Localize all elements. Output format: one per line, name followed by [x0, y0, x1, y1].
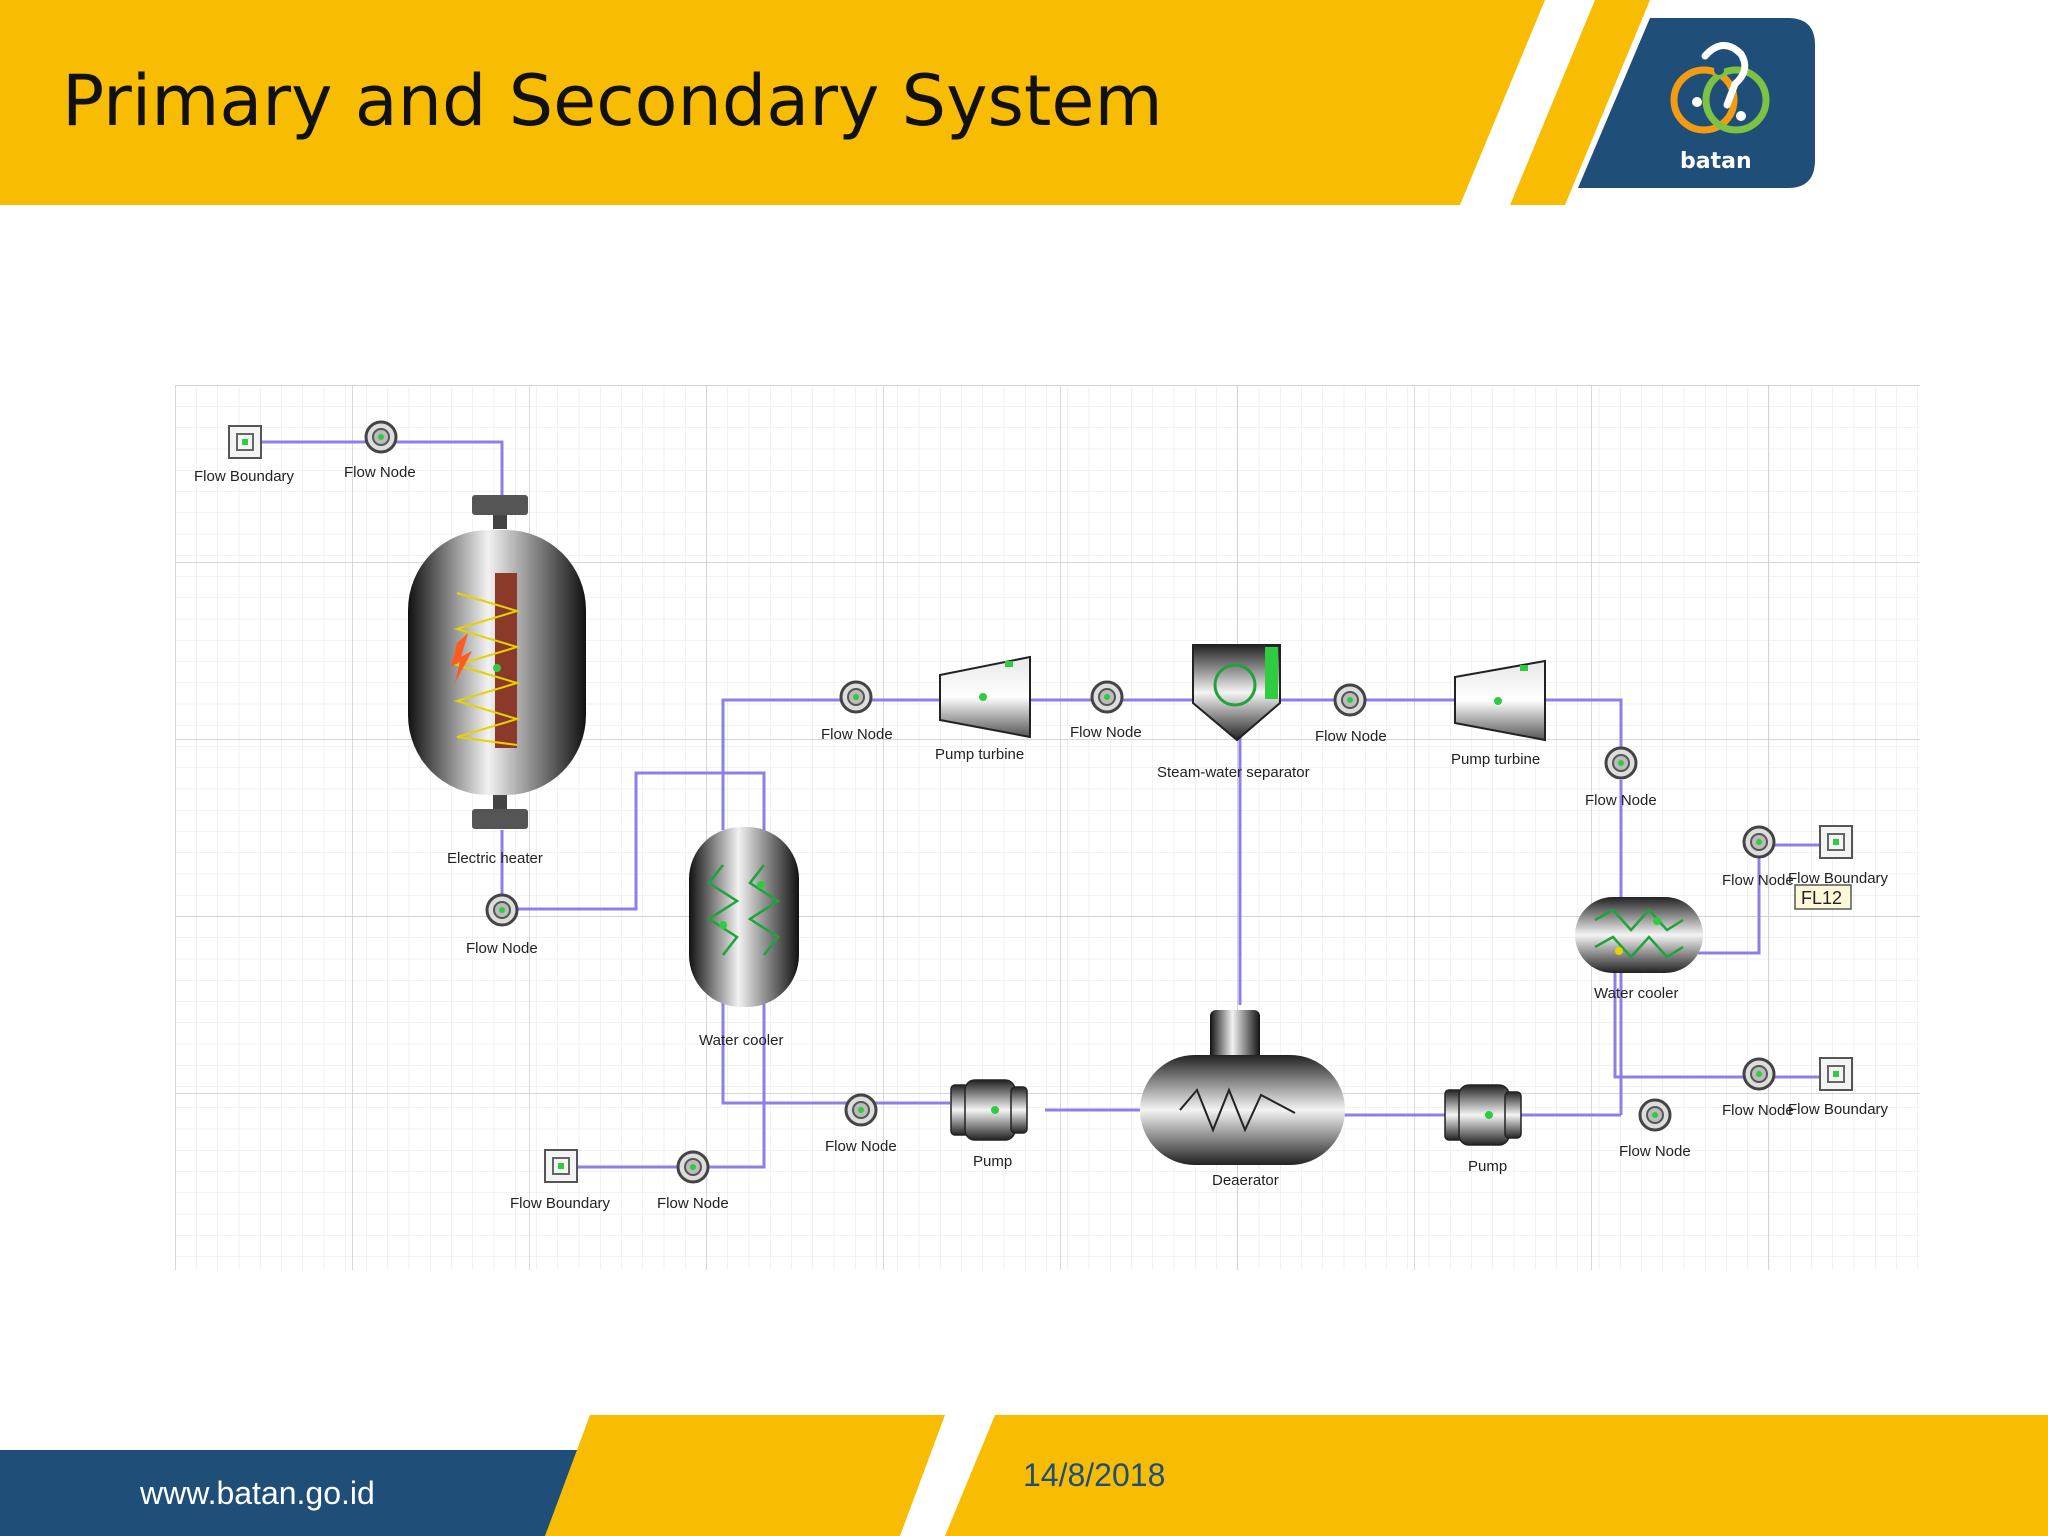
- label-flow-node-1: Flow Node: [344, 464, 416, 481]
- footer-yellow-band-right: [945, 1415, 2048, 1536]
- label-flow-boundary-3: Flow Boundary: [1788, 870, 1889, 887]
- flow-node-icon[interactable]: [844, 1093, 878, 1127]
- flow-boundary-icon[interactable]: [228, 425, 262, 459]
- flow-node-icon[interactable]: [1333, 683, 1367, 717]
- label-electric-heater: Electric heater: [447, 850, 543, 867]
- flow-boundary-icon[interactable]: [544, 1149, 578, 1183]
- process-diagram: Flow Boundary Flow Node Electric heater …: [175, 385, 1920, 1270]
- footer-date: 14/8/2018: [1023, 1457, 1166, 1493]
- label-deaerator: Deaerator: [1212, 1172, 1279, 1189]
- steam-water-separator-icon[interactable]: [1192, 644, 1281, 742]
- flow-boundary-icon[interactable]: [1819, 825, 1853, 859]
- deaerator-icon[interactable]: [1140, 1010, 1345, 1165]
- label-pump-turbine-2: Pump turbine: [1451, 751, 1540, 768]
- batan-logo-icon: [1670, 42, 1770, 134]
- label-flow-node-6: Flow Node: [1315, 728, 1387, 745]
- flow-node-icon[interactable]: [1742, 825, 1776, 859]
- label-flow-node-4: Flow Node: [821, 726, 893, 743]
- label-pump-2: Pump: [1468, 1158, 1507, 1175]
- label-steam-water-separator: Steam-water separator: [1157, 764, 1310, 781]
- label-flow-node-9: Flow Node: [1722, 1102, 1794, 1119]
- label-flow-node-7: Flow Node: [1585, 792, 1657, 809]
- water-cooler-icon[interactable]: [1575, 897, 1703, 973]
- flow-node-icon[interactable]: [1742, 1057, 1776, 1091]
- footer-band: [0, 1415, 2048, 1536]
- pump-turbine-icon[interactable]: [939, 655, 1031, 739]
- flow-boundary-icon[interactable]: [1819, 1057, 1853, 1091]
- label-flow-node-5: Flow Node: [1070, 724, 1142, 741]
- tooltip-tag: FL12: [1794, 884, 1852, 910]
- label-flow-node-11: Flow Node: [1619, 1143, 1691, 1160]
- water-cooler-icon[interactable]: [689, 827, 799, 1007]
- label-flow-boundary-1: Flow Boundary: [194, 468, 295, 485]
- svg-text:FL12: FL12: [1801, 888, 1842, 908]
- footer-yellow-band-left: [545, 1415, 945, 1536]
- label-water-cooler-1: Water cooler: [699, 1032, 783, 1049]
- footer-navy-band: [0, 1450, 580, 1536]
- flow-node-icon[interactable]: [1090, 680, 1124, 714]
- flow-node-icon[interactable]: [1604, 746, 1638, 780]
- pump-turbine-icon[interactable]: [1454, 659, 1546, 742]
- flow-node-icon[interactable]: [364, 420, 398, 454]
- flow-node-icon[interactable]: [676, 1150, 710, 1184]
- pump-icon[interactable]: [1444, 1084, 1522, 1146]
- label-flow-node-2: Flow Node: [466, 940, 538, 957]
- flow-node-icon[interactable]: [485, 893, 519, 927]
- logo-text: batan: [1680, 149, 1752, 174]
- label-pump-1: Pump: [973, 1153, 1012, 1170]
- label-flow-boundary-2: Flow Boundary: [510, 1195, 611, 1212]
- header-yellow-band: [0, 0, 1545, 205]
- label-flow-node-3: Flow Node: [657, 1195, 729, 1212]
- header-band: [0, 0, 1815, 205]
- label-water-cooler-2: Water cooler: [1594, 985, 1678, 1002]
- footer-url: www.batan.go.id: [140, 1475, 375, 1511]
- flow-node-icon[interactable]: [1638, 1098, 1672, 1132]
- flow-node-icon[interactable]: [839, 680, 873, 714]
- pump-icon[interactable]: [950, 1079, 1028, 1141]
- header-yellow-stripe: [1510, 0, 1650, 205]
- electric-heater-icon[interactable]: [408, 495, 586, 829]
- slide-title: Primary and Secondary System: [62, 60, 1163, 142]
- label-flow-boundary-4: Flow Boundary: [1788, 1101, 1889, 1118]
- label-flow-node-10: Flow Node: [825, 1138, 897, 1155]
- label-flow-node-8: Flow Node: [1722, 872, 1794, 889]
- label-pump-turbine-1: Pump turbine: [935, 746, 1024, 763]
